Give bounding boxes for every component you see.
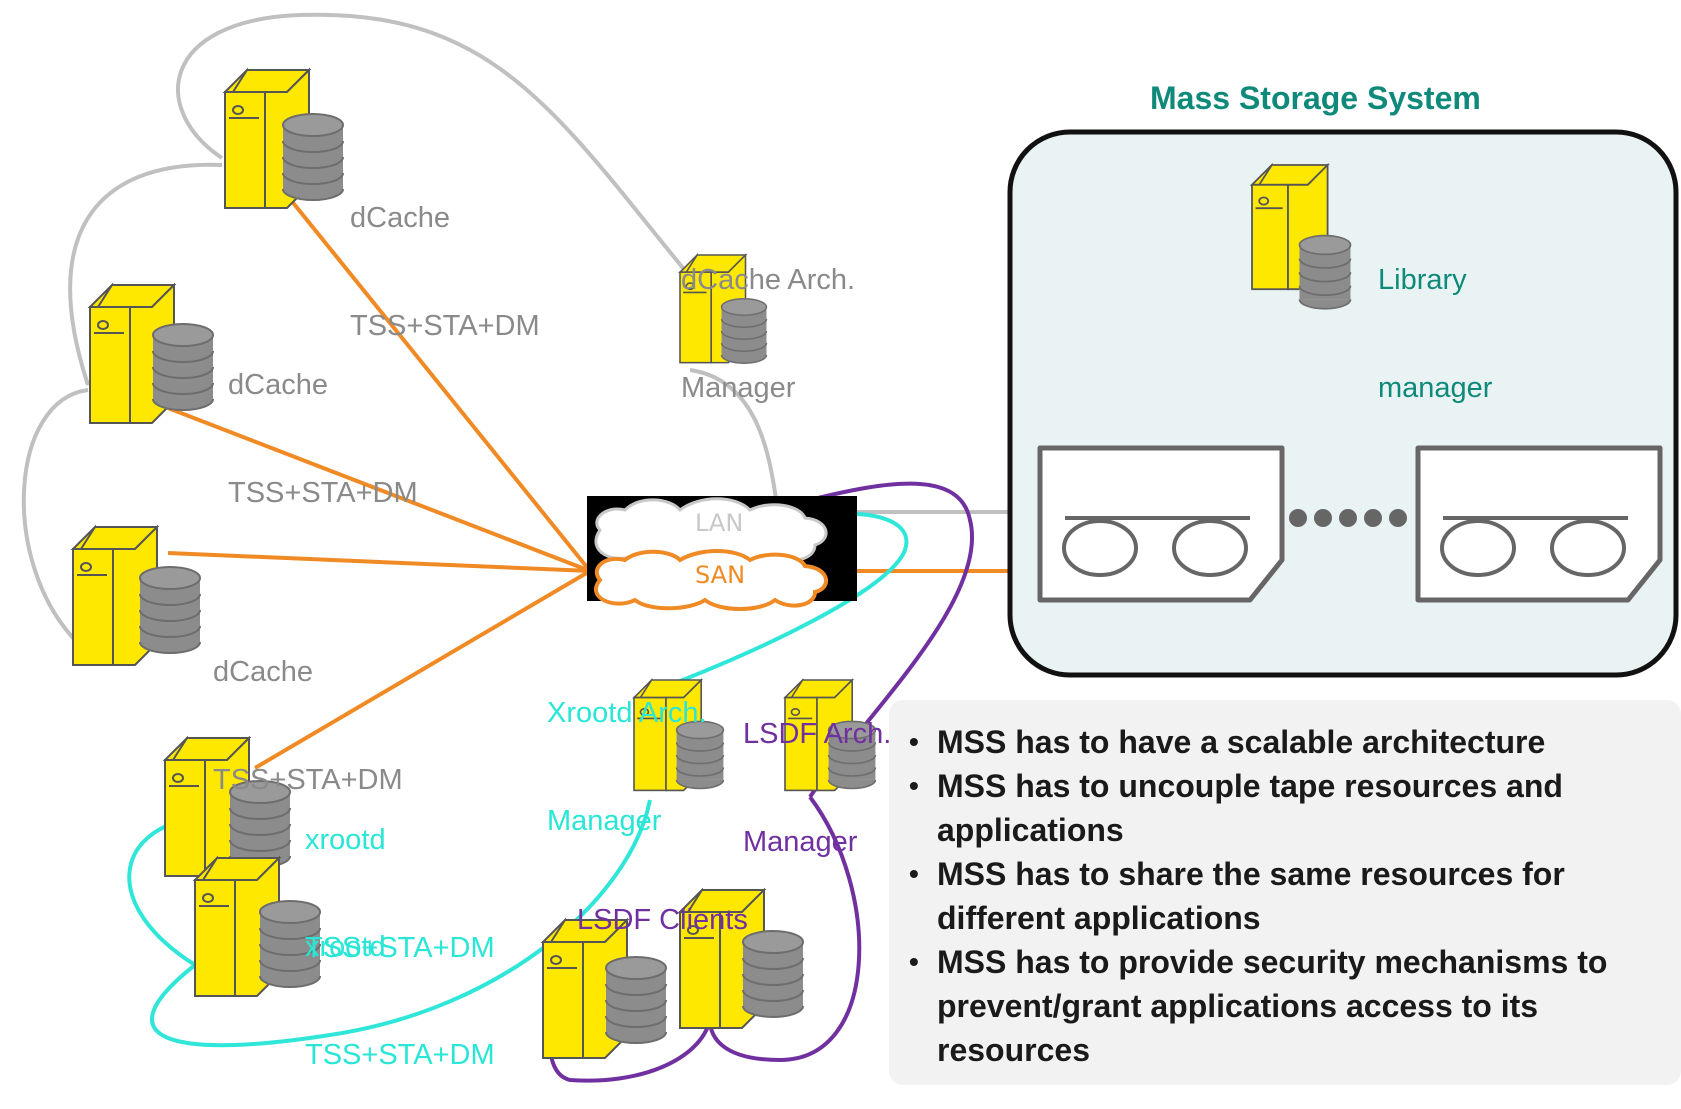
lan-link-archmgr bbox=[689, 368, 779, 506]
dcache1-role: TSS+STA+DM bbox=[350, 310, 540, 342]
requirements-panel: MSS has to have a scalable architecture … bbox=[889, 700, 1681, 1085]
disk-stack-icon bbox=[139, 566, 201, 654]
requirements-list: MSS has to have a scalable architecture … bbox=[889, 700, 1681, 1072]
dcache3-label: dCache TSS+STA+DM bbox=[213, 582, 403, 834]
xrootd2-role: TSS+STA+DM bbox=[305, 1039, 495, 1071]
disk-stack-icon bbox=[1298, 234, 1352, 310]
dcache3-name: dCache bbox=[213, 656, 313, 688]
dcache-arch-role: Manager bbox=[681, 372, 796, 404]
requirement-item: MSS has to provide security mechanisms t… bbox=[909, 940, 1677, 1072]
dcache3-role: TSS+STA+DM bbox=[213, 764, 403, 796]
xrootd-arch-name: Xrootd Arch. bbox=[547, 697, 707, 729]
dcache-arch-label: dCache Arch. Manager bbox=[681, 190, 855, 442]
dcache2-label: dCache TSS+STA+DM bbox=[228, 295, 418, 547]
tape-drive-icon bbox=[1037, 445, 1285, 603]
dcache2-name: dCache bbox=[228, 369, 328, 401]
dcache-arch-name: dCache Arch. bbox=[681, 264, 856, 296]
requirement-item: MSS has to uncouple tape resources and a… bbox=[909, 764, 1677, 852]
dcache2-role: TSS+STA+DM bbox=[228, 477, 418, 509]
ellipsis-dots bbox=[1289, 509, 1407, 527]
disk-stack-icon bbox=[742, 930, 804, 1018]
xrootd1-name: xrootd bbox=[305, 824, 386, 856]
library-manager-role: manager bbox=[1378, 372, 1493, 404]
lan-link-dcache1-dcache2 bbox=[68, 162, 223, 386]
xrootd1-role: TSS+STA+DM bbox=[305, 932, 495, 964]
xrootd2-name: xrootd bbox=[305, 931, 386, 963]
disk-stack-icon bbox=[605, 956, 667, 1044]
requirement-item: MSS has to share the same resources for … bbox=[909, 852, 1677, 940]
san-cloud-icon bbox=[594, 549, 828, 611]
xrootd2-label: xrootd TSS+STA+DM bbox=[305, 857, 495, 1109]
lsdf-arch-label: LSDF Arch. Manager bbox=[743, 644, 891, 896]
xrootd-link-lan bbox=[669, 511, 909, 687]
library-manager-name: Library bbox=[1378, 264, 1467, 296]
lsdf-link-clients bbox=[546, 795, 862, 1083]
disk-stack-icon bbox=[152, 323, 214, 411]
requirement-item: MSS has to have a scalable architecture bbox=[909, 720, 1677, 764]
san-label: SAN bbox=[695, 561, 746, 589]
mss-title: Mass Storage System bbox=[1150, 80, 1481, 116]
lsdf-clients-label: LSDF Clients bbox=[577, 904, 748, 936]
disk-stack-icon bbox=[282, 113, 344, 201]
dcache1-name: dCache bbox=[350, 202, 450, 234]
network-cloud-box bbox=[587, 496, 857, 611]
lan-label: LAN bbox=[695, 509, 744, 537]
lsdf-arch-name: LSDF Arch. bbox=[743, 718, 892, 750]
dcache1-label: dCache TSS+STA+DM bbox=[350, 128, 540, 380]
lan-link-loop-top bbox=[176, 12, 707, 297]
xrootd-arch-label: Xrootd Arch. Manager bbox=[547, 623, 707, 875]
library-manager-label: Library manager bbox=[1378, 190, 1492, 442]
architecture-diagram bbox=[21, 12, 1679, 1083]
lsdf-arch-role: Manager bbox=[743, 826, 858, 858]
xrootd1-label: xrootd TSS+STA+DM bbox=[305, 750, 495, 1002]
lan-link-dcache2-dcache3 bbox=[21, 388, 89, 642]
tape-drive-icon bbox=[1415, 445, 1663, 603]
xrootd-arch-role: Manager bbox=[547, 805, 662, 837]
